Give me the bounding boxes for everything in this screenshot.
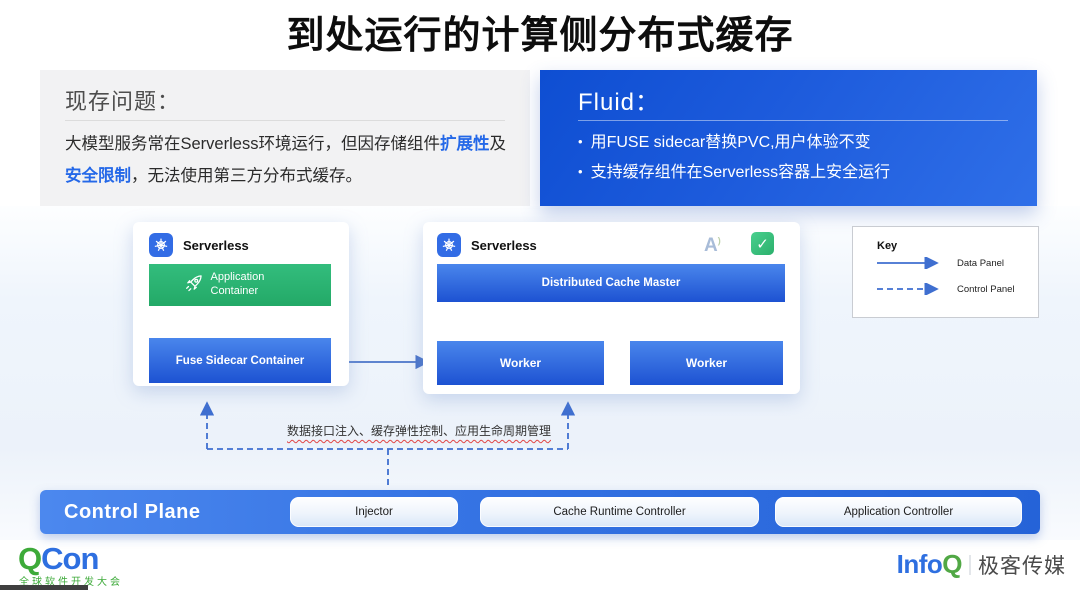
- serverless-card-right: Serverless A) ✓ Distributed Cache Master…: [423, 222, 800, 394]
- legend-title: Key: [877, 240, 898, 252]
- legend-solid-arrow: [877, 257, 939, 269]
- control-plane-note: 数据接口注入、缓存弹性控制、应用生命周期管理: [287, 424, 552, 438]
- cache-runtime-controller-pill: Cache Runtime Controller: [480, 497, 759, 527]
- qcon-logo-q: Q: [18, 541, 42, 576]
- problem-text-part1: 大模型服务常在Serverless环境运行，但因存储组件: [65, 135, 440, 153]
- qcon-logo-con: Con: [41, 541, 99, 576]
- infoq-media-label: 极客传媒: [978, 554, 1066, 578]
- control-plane-bar: Control Plane Injector Cache Runtime Con…: [40, 490, 1040, 534]
- problem-text-part2: 及: [489, 135, 506, 153]
- problem-box: 现存问题： 大模型服务常在Serverless环境运行，但因存储组件扩展性及安全…: [40, 70, 530, 206]
- legend-control-panel-label: Control Panel: [957, 284, 1015, 295]
- infoq-logo-text: InfoQ: [896, 549, 963, 580]
- logo-divider: [969, 554, 971, 575]
- problem-text-part3: ，无法使用第三方分布式缓存。: [131, 167, 362, 186]
- infoq-logo: InfoQ 极客传媒: [897, 549, 1066, 580]
- legend-dashed-arrow: [877, 283, 939, 295]
- application-controller-pill: Application Controller: [775, 497, 1022, 527]
- fluid-divider: [578, 120, 1008, 121]
- problem-divider: [65, 120, 505, 121]
- left-serverless-label: Serverless: [183, 238, 249, 253]
- bottom-left-dark-strip: [0, 585, 88, 590]
- fluid-bullet-2: 支持缓存组件在Serverless容器上安全运行: [578, 158, 1018, 188]
- application-container-box: Application Container: [149, 264, 331, 306]
- fuse-sidecar-box: Fuse Sidecar Container: [149, 338, 331, 383]
- injector-pill: Injector: [290, 497, 458, 527]
- qcon-logo: QCon: [18, 541, 99, 577]
- fluid-heading: Fluid：: [578, 89, 661, 116]
- distributed-cache-master-box: Distributed Cache Master: [437, 264, 785, 302]
- kubernetes-icon: [149, 233, 173, 257]
- control-plane-label: Control Plane: [64, 501, 201, 523]
- kubernetes-icon: [437, 233, 461, 257]
- alluxio-icon: A): [704, 235, 721, 256]
- legend-box: Key Data Panel Control Panel: [852, 226, 1039, 318]
- fluid-bullet-list: 用FUSE sidecar替换PVC,用户体验不变 支持缓存组件在Serverl…: [578, 128, 1018, 187]
- problem-highlight-security: 安全限制: [65, 167, 131, 186]
- legend-data-panel-label: Data Panel: [957, 258, 1005, 269]
- slide-title: 到处运行的计算侧分布式缓存: [286, 15, 794, 57]
- problem-text: 大模型服务常在Serverless环境运行，但因存储组件扩展性及安全限制，无法使…: [65, 128, 509, 192]
- worker-box-1: Worker: [437, 341, 604, 385]
- infoq-logo-info: Info: [896, 549, 943, 579]
- fluid-box: Fluid： 用FUSE sidecar替换PVC,用户体验不变 支持缓存组件在…: [540, 70, 1037, 206]
- rocket-icon: [184, 273, 204, 298]
- problem-highlight-scalability: 扩展性: [439, 135, 490, 153]
- fluid-bullet-1: 用FUSE sidecar替换PVC,用户体验不变: [578, 128, 1018, 158]
- worker-box-2: Worker: [630, 341, 783, 385]
- infoq-logo-q: Q: [942, 549, 962, 579]
- qcon-subtitle: 全球软件开发大会: [19, 577, 123, 588]
- right-serverless-label: Serverless: [471, 238, 537, 253]
- juicefs-icon: ✓: [751, 232, 774, 255]
- problem-heading: 现存问题：: [65, 89, 181, 114]
- application-container-label: Application Container: [210, 271, 265, 297]
- serverless-card-left: Serverless Application Container Fuse Si…: [133, 222, 349, 386]
